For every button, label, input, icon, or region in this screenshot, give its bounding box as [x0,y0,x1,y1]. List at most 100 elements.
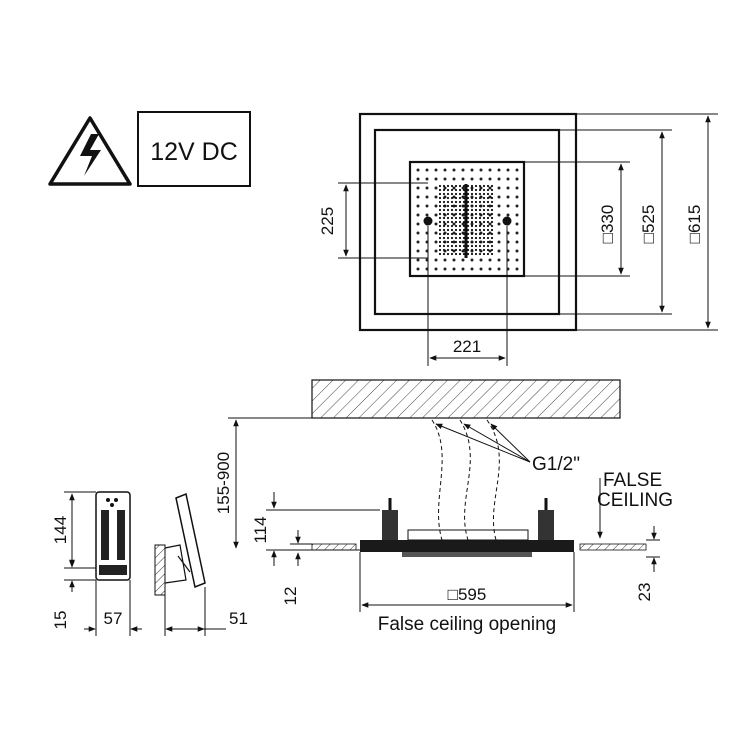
center-nozzle [470,220,474,224]
center-nozzle [458,216,462,220]
center-nozzle [486,252,490,256]
nozzle-dot [479,177,483,181]
center-nozzle [446,224,450,228]
nozzle-dot [497,240,501,244]
center-nozzle [454,252,458,256]
top-view: □615 □525 □330 225 221 [318,112,718,366]
nozzle-dot [497,231,501,235]
nozzle-dot [515,177,519,181]
voltage-label: 12V DC [150,138,238,166]
center-nozzle [458,252,462,256]
center-nozzle [474,240,478,244]
center-nozzle [454,228,458,232]
center-nozzle [450,248,454,252]
center-nozzle [454,244,458,248]
center-nozzle [438,228,442,232]
dim-615: □615 [685,205,704,244]
nozzle-dot [488,240,492,244]
center-nozzle [478,196,482,200]
center-nozzle [458,224,462,228]
center-nozzle [454,216,458,220]
center-nozzle [446,188,450,192]
nozzle-dot [461,222,465,226]
center-nozzle [482,184,486,188]
dim-221: 221 [453,337,481,356]
center-nozzle [454,192,458,196]
center-nozzle [474,204,478,208]
center-nozzle [442,220,446,224]
center-nozzle [446,232,450,236]
dim-51: 51 [229,609,248,628]
nozzle-dot [434,267,438,271]
nozzle-dot [425,177,429,181]
center-nozzle [446,192,450,196]
nozzle-dot [461,258,465,262]
center-nozzle [442,216,446,220]
center-nozzle [438,216,442,220]
center-nozzle [446,220,450,224]
nozzle-dot [416,249,420,253]
center-nozzle [490,188,494,192]
nozzle-dot [434,249,438,253]
nozzle-dot [452,222,456,226]
left-bracket [382,510,398,540]
nozzle-dot [479,258,483,262]
outer-frame [358,112,578,332]
square-symbol: □ [685,233,704,243]
center-nozzle [470,192,474,196]
center-nozzle [446,200,450,204]
nozzle-dot [515,240,519,244]
nozzle-dot [416,195,420,199]
nozzle-dot [470,258,474,262]
center-nozzle [486,216,490,220]
center-nozzle [454,188,458,192]
nozzle-dot [488,204,492,208]
center-nozzle [450,192,454,196]
dim-595: □595 [448,585,487,604]
nozzle-dot [452,231,456,235]
nozzle-dot [497,168,501,172]
center-nozzle [454,204,458,208]
center-nozzle [474,192,478,196]
center-nozzle [438,200,442,204]
center-nozzle [446,212,450,216]
center-nozzle [486,188,490,192]
nozzle-dot [425,168,429,172]
center-nozzle [486,200,490,204]
nozzle-dot [461,177,465,181]
center-nozzle [438,236,442,240]
center-nozzle [474,220,478,224]
center-nozzle [490,200,494,204]
center-nozzle [458,236,462,240]
center-nozzle [470,204,474,208]
control-front [95,491,131,581]
center-nozzle [442,244,446,248]
nozzle-dot [515,249,519,253]
center-nozzle [474,188,478,192]
center-nozzle [490,184,494,188]
center-nozzle [474,232,478,236]
center-nozzle [450,200,454,204]
control-unit: 144 15 57 51 [51,491,248,636]
nozzle-dot [452,177,456,181]
center-nozzle [490,236,494,240]
center-nozzle [450,232,454,236]
right-bracket [538,510,554,540]
center-nozzle-cluster [438,184,494,256]
nozzle-dot [452,267,456,271]
center-nozzle [486,184,490,188]
center-nozzle [478,248,482,252]
thread-label: G1/2" [532,454,580,475]
nozzle-dot [506,195,510,199]
center-nozzle [446,208,450,212]
center-nozzle [486,232,490,236]
center-nozzle [470,216,474,220]
nozzle-dot [443,186,447,190]
nozzle-dot [479,222,483,226]
nozzle-dot [416,267,420,271]
center-nozzle [442,224,446,228]
nozzle-dot [416,240,420,244]
nozzle-dot [425,186,429,190]
center-nozzle [458,228,462,232]
nozzle-dot [452,204,456,208]
